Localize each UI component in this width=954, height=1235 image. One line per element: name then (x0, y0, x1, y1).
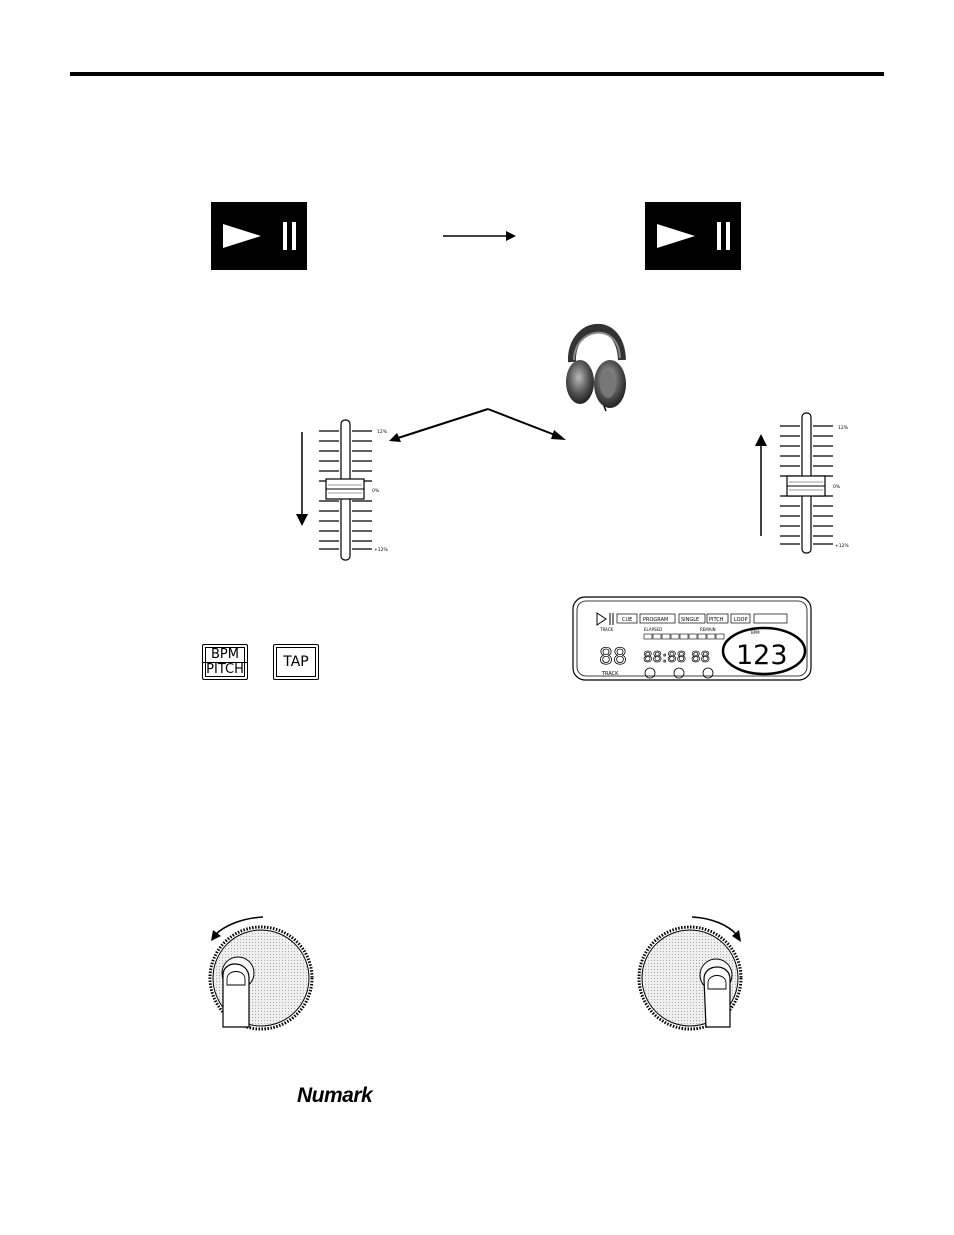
pitch-slider-left[interactable]: 12% 0% +12% (312, 415, 392, 565)
lcd-bpm-label: BPM (751, 630, 760, 635)
jog-wheel-right[interactable] (632, 905, 747, 1035)
tap-label: TAP (283, 654, 309, 670)
lcd-play-pause-icon (596, 612, 614, 626)
play-pause-icon (223, 222, 296, 250)
lcd-remain-label: REMAIN (700, 627, 716, 632)
header-rule (70, 72, 884, 76)
lcd-time-digits: 88:88 88 (643, 648, 710, 666)
lcd-track-label: TRACK (599, 627, 614, 632)
play-pause-button-left[interactable] (211, 202, 307, 270)
lcd-display: CUE PROGRAM SINGLE PITCH LOOP TRACK ELAP… (572, 596, 812, 681)
slider-label-mid: 0% (833, 484, 841, 490)
headphones-icon (566, 324, 626, 412)
pitch-slider-right[interactable]: 12% 0% +12% (773, 410, 853, 560)
lcd-single: SINGLE (681, 617, 699, 623)
numark-logo: Numark (297, 1084, 373, 1107)
slider-label-top: 12% (377, 429, 388, 435)
slider-label-bottom: +12% (835, 543, 849, 549)
rotate-cw-arrow-icon (691, 916, 738, 936)
lcd-bpm-value: 123 (736, 640, 788, 671)
lcd-elapsed-label: ELAPSED (644, 627, 662, 632)
slider-label-mid: 0% (372, 488, 380, 494)
slider-label-bottom: +12% (374, 547, 388, 553)
rotate-ccw-arrow-icon (214, 916, 264, 936)
lcd-program: PROGRAM (643, 617, 668, 623)
lcd-cue: CUE (622, 617, 632, 623)
slider-label-top: 12% (838, 425, 849, 431)
lcd-pitch: PITCH (709, 617, 724, 623)
bpm-label: BPM (211, 646, 239, 662)
play-pause-icon (657, 222, 730, 250)
lcd-segment-bar (643, 633, 725, 640)
right-arrow-icon (443, 231, 516, 241)
lcd-track-bottom: TRACK (601, 671, 619, 677)
tap-button[interactable]: TAP (273, 644, 319, 680)
pitch-label: PITCH (203, 661, 247, 677)
headphone-arrows-icon (389, 408, 566, 442)
lcd-track-digits: 88 (599, 645, 627, 670)
bpm-highlight-circle (721, 626, 807, 676)
jog-wheel-left[interactable] (203, 905, 318, 1035)
down-arrow-icon (296, 432, 308, 526)
lcd-loop: LOOP (734, 617, 748, 623)
bpm-pitch-button[interactable]: BPM PITCH (202, 644, 248, 680)
up-arrow-icon (755, 434, 767, 536)
play-pause-button-right[interactable] (645, 202, 741, 270)
